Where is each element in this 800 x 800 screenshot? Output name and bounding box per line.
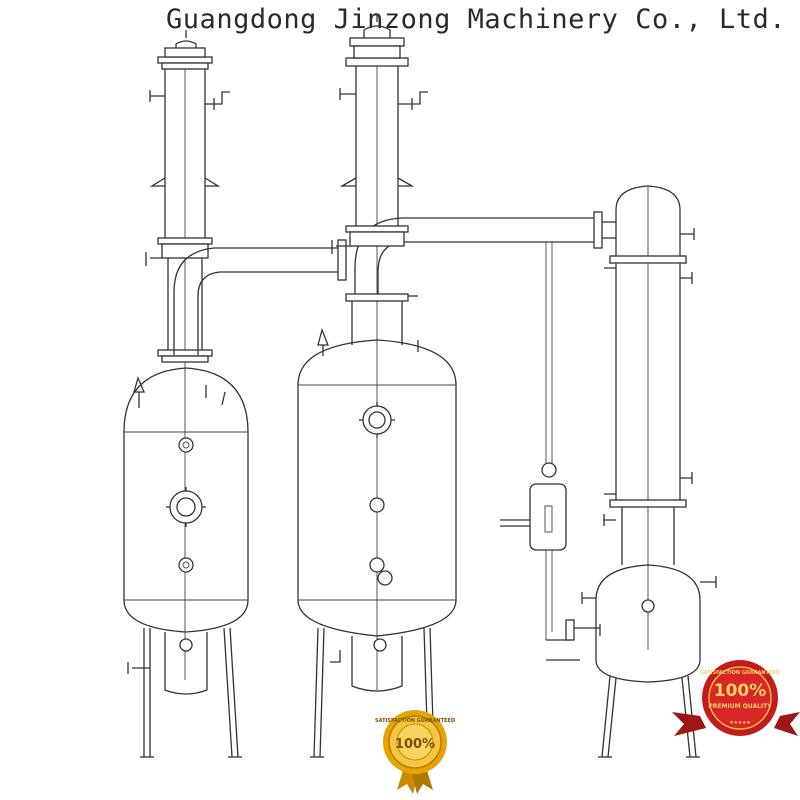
right-condenser [581, 185, 717, 758]
gold-guarantee-seal-icon: 100% SATISFACTION GUARANTEED [375, 710, 455, 794]
red-seal-subtext: PREMIUM QUALITY [708, 703, 772, 710]
left-evaporator [123, 30, 249, 758]
red-seal-text: 100% [714, 681, 767, 701]
red-premium-quality-seal-icon: 100% PREMIUM QUALITY SATISFACTION GUARAN… [672, 660, 800, 736]
red-seal-ring-text: SATISFACTION GUARANTEED [700, 670, 780, 676]
gold-seal-text: 100% [395, 737, 435, 752]
gold-seal-ring-text: SATISFACTION GUARANTEED [375, 718, 455, 724]
condensate-line [500, 242, 601, 661]
company-watermark: Guangdong Jinzong Machinery Co., Ltd. [166, 4, 786, 35]
red-seal-stars: ★★★★★ [729, 718, 751, 726]
middle-evaporator [297, 14, 457, 758]
